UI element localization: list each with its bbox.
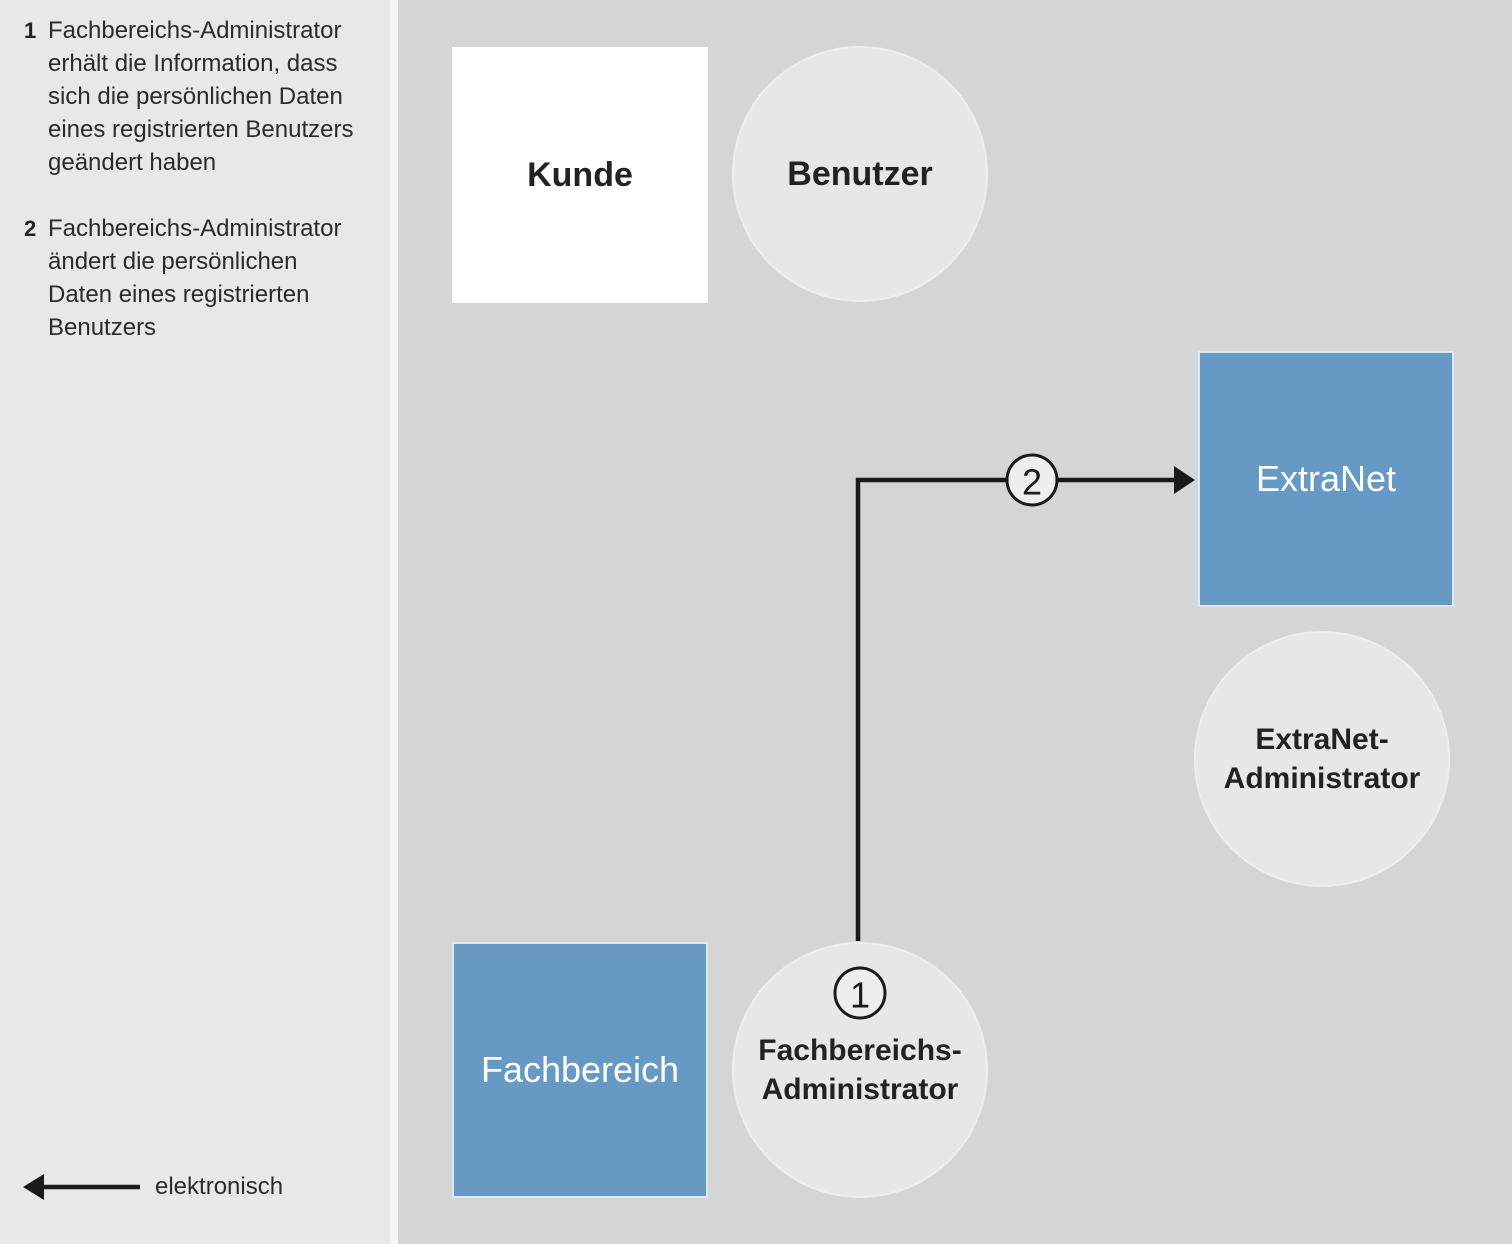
role-label-line: Fachbereichs-: [758, 1034, 962, 1067]
role-label: ExtraNet- Administrator: [1224, 720, 1421, 798]
panel-divider: [390, 0, 398, 1244]
node-label: ExtraNet: [1255, 458, 1397, 499]
role-label-line: ExtraNet-: [1255, 723, 1389, 756]
step-description: Fachbereichs-Administrator ändert die pe…: [48, 212, 341, 344]
role-extranet-administrator: ExtraNet- Administrator: [1194, 631, 1450, 887]
role-fachbereichs-administrator: Fachbereichs- Administrator: [732, 942, 988, 1198]
step-description-line: eines registrierten Benutzers: [48, 116, 354, 143]
node-kunde: Kunde: [452, 47, 708, 303]
role-label: Fachbereichs- Administrator: [758, 1031, 961, 1109]
node-extranet: ExtraNet: [1198, 351, 1454, 607]
step-description-line: sich die persönlichen Daten: [48, 83, 343, 110]
step-description-line: erhält die Information, dass: [48, 50, 338, 77]
step-description-line: Daten eines registrierten: [48, 281, 310, 308]
role-label-line: Administrator: [1223, 762, 1421, 795]
step-description-line: Fachbereichs-Administrator: [48, 215, 342, 242]
node-label: Kunde: [527, 156, 633, 194]
role-benutzer: Benutzer: [732, 46, 988, 302]
step-number: 1: [24, 18, 37, 43]
step-description-line: Benutzers: [48, 314, 157, 341]
step-description-line: ändert die persönlichen: [48, 248, 298, 275]
node-fachbereich: Fachbereich: [452, 942, 708, 1198]
role-label-line: Administrator: [761, 1073, 959, 1106]
role-label: Benutzer: [787, 155, 933, 193]
step-number: 2: [24, 216, 37, 241]
legend-arrow-label: elektronisch: [155, 1173, 284, 1200]
node-label: Fachbereich: [480, 1049, 680, 1090]
step-description: Fachbereichs-Administrator erhält die In…: [48, 14, 353, 179]
legend-panel: [0, 0, 390, 1244]
step-description-line: geändert haben: [48, 149, 217, 176]
step-description-line: Fachbereichs-Administrator: [48, 17, 342, 44]
